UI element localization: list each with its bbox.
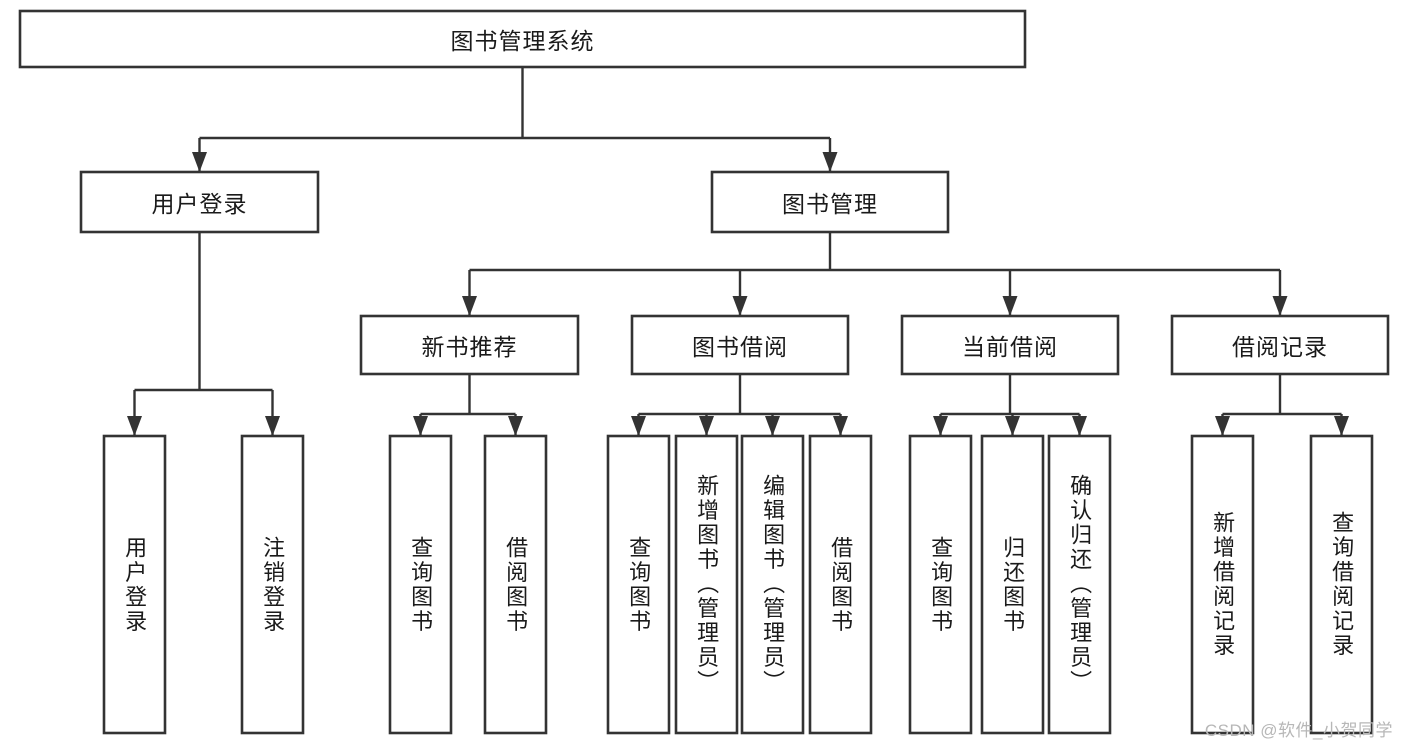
arrow-head-icon bbox=[933, 416, 948, 436]
arrow-head-icon bbox=[1005, 416, 1020, 436]
node-book-borrow[interactable] bbox=[630, 314, 850, 376]
node-leaf-query-book-3[interactable] bbox=[908, 434, 973, 735]
arrow-head-icon bbox=[413, 416, 428, 436]
arrow-head-icon bbox=[1215, 416, 1230, 436]
arrow-head-icon bbox=[265, 416, 280, 436]
node-leaf-query-book-1[interactable] bbox=[388, 434, 453, 735]
arrow-head-icon bbox=[699, 416, 714, 436]
arrow-head-icon bbox=[127, 416, 142, 436]
arrow-head-icon bbox=[732, 296, 748, 316]
node-leaf-logout[interactable] bbox=[240, 434, 305, 735]
node-leaf-borrow-book-1[interactable] bbox=[483, 434, 548, 735]
node-leaf-query-record[interactable] bbox=[1309, 434, 1374, 735]
node-user-login[interactable] bbox=[79, 170, 320, 234]
arrow-head-icon bbox=[822, 152, 838, 172]
arrow-head-icon bbox=[765, 416, 780, 436]
boxes-layer bbox=[18, 9, 1390, 735]
node-root[interactable] bbox=[18, 9, 1027, 69]
arrow-head-icon bbox=[192, 152, 207, 172]
node-current-borrow[interactable] bbox=[900, 314, 1120, 376]
arrow-head-icon bbox=[833, 416, 848, 436]
arrow-head-icon bbox=[462, 296, 477, 316]
arrow-head-icon bbox=[1272, 296, 1288, 316]
arrow-head-icon bbox=[1072, 416, 1087, 436]
node-new-book-rec[interactable] bbox=[359, 314, 580, 376]
node-leaf-return-book[interactable] bbox=[980, 434, 1045, 735]
connectors-layer bbox=[127, 67, 1349, 436]
node-leaf-query-book-2[interactable] bbox=[606, 434, 671, 735]
node-book-manage[interactable] bbox=[710, 170, 950, 234]
arrow-head-icon bbox=[1334, 416, 1349, 436]
arrow-head-icon bbox=[508, 416, 523, 436]
node-borrow-record[interactable] bbox=[1170, 314, 1390, 376]
arrow-head-icon bbox=[1002, 296, 1018, 316]
arrow-head-icon bbox=[631, 416, 646, 436]
node-leaf-add-record[interactable] bbox=[1190, 434, 1255, 735]
node-leaf-add-book[interactable] bbox=[674, 434, 739, 735]
node-leaf-confirm-return[interactable] bbox=[1047, 434, 1112, 735]
node-leaf-borrow-book-2[interactable] bbox=[808, 434, 873, 735]
node-leaf-edit-book[interactable] bbox=[740, 434, 805, 735]
node-leaf-user-login[interactable] bbox=[102, 434, 167, 735]
